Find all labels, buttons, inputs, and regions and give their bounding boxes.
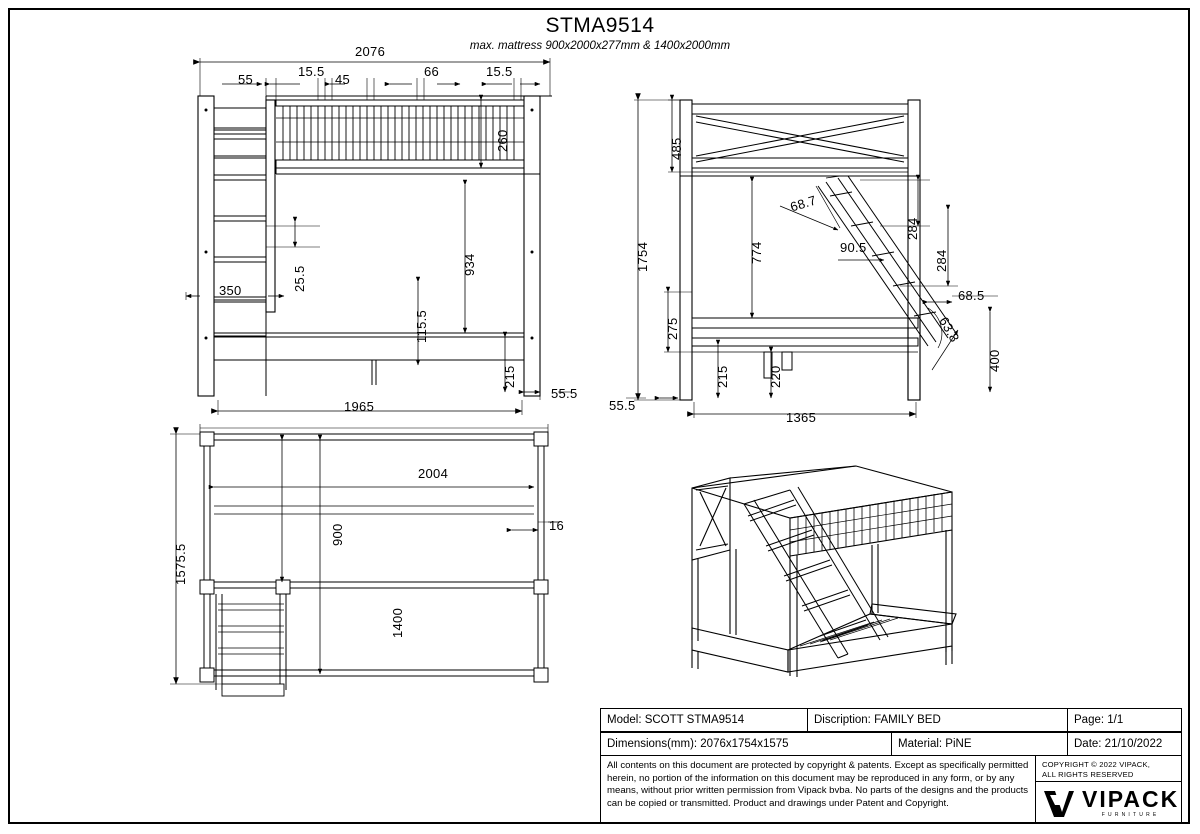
title-block-row-3: All contents on this document are protec… — [600, 756, 1182, 824]
copyright-line-2: ALL RIGHTS RESERVED — [1042, 769, 1134, 779]
dim-front-350: 350 — [219, 283, 242, 298]
side-elevation-dimensions — [626, 93, 998, 418]
legal-notice: All contents on this document are protec… — [607, 760, 1029, 809]
dim-side-215: 215 — [715, 365, 730, 388]
dim-plan-2004: 2004 — [418, 466, 449, 481]
dim-side-55-5: 55.5 — [609, 398, 636, 413]
brand-name: VIPACK — [1082, 785, 1180, 812]
title-block-row-1: Model: SCOTT STMA9514 Discription: FAMIL… — [600, 708, 1182, 732]
plan-view-dimensions — [170, 427, 560, 685]
description-cell: Discription: FAMILY BED — [807, 709, 1067, 731]
brand-subtitle: FURNITURE — [1101, 811, 1160, 818]
dim-side-1365: 1365 — [786, 410, 817, 425]
title-block-row-2: Dimensions(mm): 2076x1754x1575 Material:… — [600, 732, 1182, 756]
front-elevation-dimensions — [185, 58, 572, 415]
dim-front-15-5-a: 15.5 — [298, 64, 325, 79]
brand-cell: COPYRIGHT © 2022 VIPACK, ALL RIGHTS RESE… — [1035, 756, 1181, 823]
dim-front-25-5: 25.5 — [292, 265, 307, 292]
dim-front-45: 45 — [335, 72, 351, 87]
dim-front-115-5: 115.5 — [414, 309, 429, 343]
dim-plan-16: 16 — [549, 518, 565, 533]
dim-front-215: 215 — [502, 365, 517, 388]
isometric-geometry — [691, 465, 957, 677]
brand-logo-row: VIPACK FURNITURE — [1036, 782, 1181, 823]
date-cell: Date: 21/10/2022 — [1067, 733, 1181, 755]
copyright-line-1: COPYRIGHT © 2022 VIPACK, — [1042, 760, 1151, 769]
dim-side-284-a: 284 — [905, 217, 920, 240]
dim-front-15-5-b: 15.5 — [486, 64, 513, 79]
dim-front-55-5: 55.5 — [551, 386, 578, 401]
dim-side-90-5: 90.5 — [840, 240, 867, 255]
copyright-notice: COPYRIGHT © 2022 VIPACK, ALL RIGHTS RESE… — [1036, 756, 1181, 782]
dim-side-774: 774 — [749, 241, 764, 264]
dim-side-1754: 1754 — [635, 241, 650, 272]
dim-front-1965: 1965 — [344, 399, 375, 414]
dim-front-55: 55 — [238, 72, 254, 87]
dim-plan-900: 900 — [330, 523, 345, 546]
title-block: Model: SCOTT STMA9514 Discription: FAMIL… — [600, 708, 1182, 824]
dim-front-260: 260 — [495, 129, 510, 152]
dim-front-66: 66 — [424, 64, 440, 79]
sheet-border — [8, 8, 1190, 824]
page-cell: Page: 1/1 — [1067, 709, 1181, 731]
dim-side-284-b: 284 — [934, 249, 949, 272]
page-title: STMA9514 — [545, 14, 655, 37]
dimensions-cell: Dimensions(mm): 2076x1754x1575 — [607, 738, 789, 750]
dim-front-2076: 2076 — [355, 44, 386, 59]
model-cell: Model: SCOTT STMA9514 — [607, 714, 745, 726]
dim-plan-1575-5: 1575.5 — [173, 543, 188, 585]
dim-front-934: 934 — [462, 253, 477, 276]
brand-text-block: VIPACK FURNITURE — [1082, 785, 1180, 818]
dim-side-400: 400 — [987, 349, 1002, 372]
page-subtitle: max. mattress 900x2000x277mm & 1400x2000… — [469, 40, 731, 52]
dim-plan-1400: 1400 — [390, 607, 405, 638]
vipack-logo-icon — [1044, 790, 1074, 817]
dim-side-485: 485 — [669, 137, 684, 160]
dim-side-220: 220 — [768, 365, 783, 388]
dim-side-275: 275 — [665, 317, 680, 340]
plan-view-geometry — [199, 424, 549, 697]
material-cell: Material: PiNE — [891, 733, 1067, 755]
dim-side-68-5: 68.5 — [958, 288, 985, 303]
side-elevation-geometry — [679, 99, 959, 401]
